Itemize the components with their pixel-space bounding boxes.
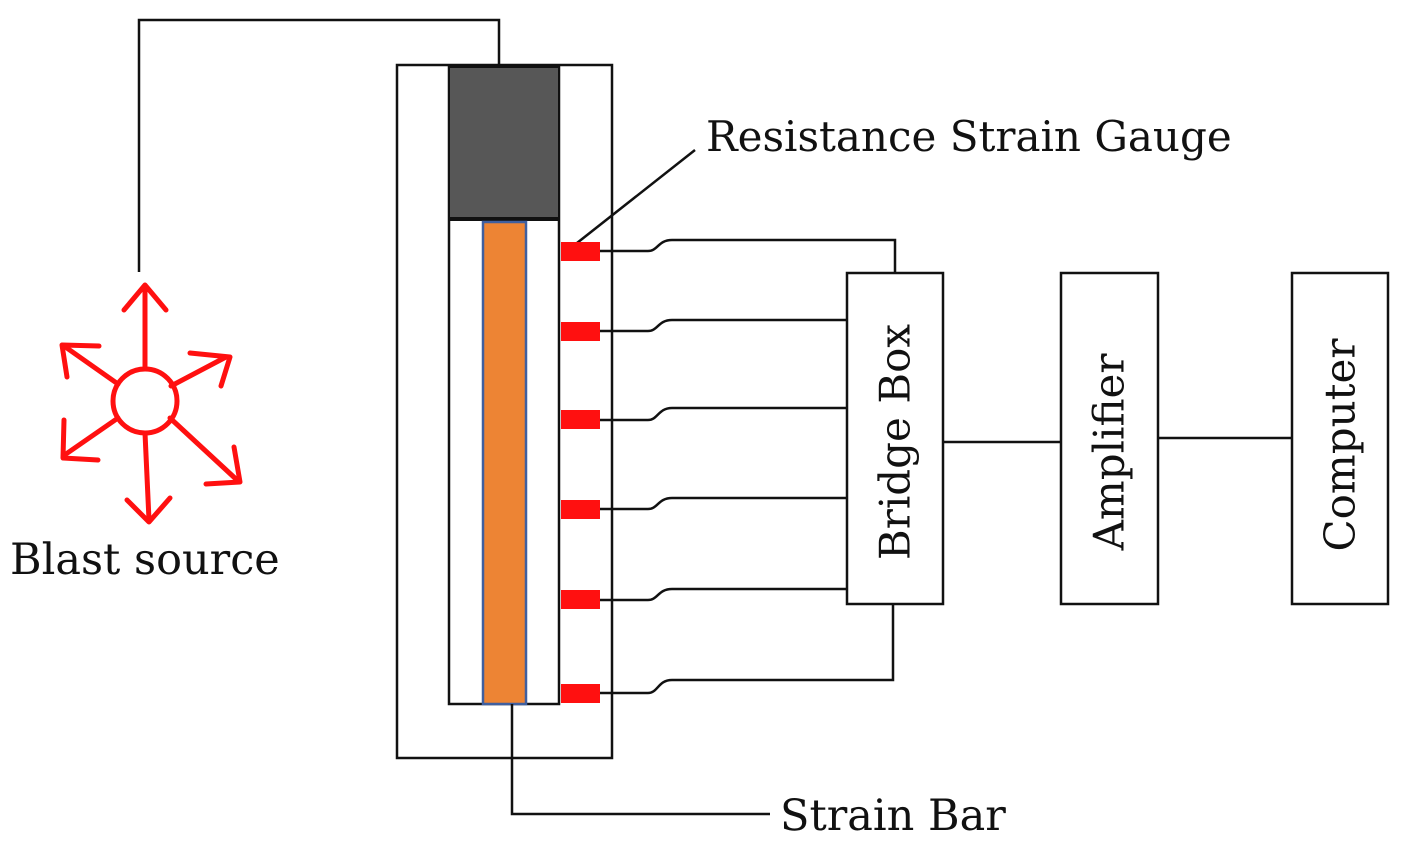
gauge-wire-2: [600, 318, 847, 333]
gauge-wire-4: [600, 496, 847, 511]
strain-gauge-5: [561, 590, 600, 609]
blast-source-label: Blast source: [10, 535, 280, 585]
strain-gauge-2: [561, 322, 600, 341]
bridge-box-label: Bridge Box: [871, 324, 920, 561]
strain-gauge-1: [561, 242, 600, 261]
resistance-strain-gauge-label: Resistance Strain Gauge: [706, 112, 1232, 161]
strain-gauge-6: [561, 684, 600, 703]
strain-gauge-3: [561, 410, 600, 429]
computer-label: Computer: [1316, 338, 1365, 552]
computer-box: [1290, 271, 1390, 606]
detonation-wire: [137, 18, 501, 272]
strain-bar-label: Strain Bar: [780, 791, 1006, 841]
strain-bar: [481, 220, 528, 706]
charge-block: [448, 66, 560, 220]
strain-bar-leader: [510, 704, 770, 816]
gauge-wire-5: [600, 587, 847, 602]
amplifier-label: Amplifier: [1085, 353, 1134, 552]
explosion-star-icon: [59, 282, 243, 525]
gauge-wire-1: [600, 238, 897, 273]
gauge-wire-6: [600, 605, 895, 695]
strain-gauge-4: [561, 500, 600, 519]
bridge-box: [845, 271, 945, 606]
gauge-leader: [576, 149, 696, 244]
gauge-wire-3: [600, 406, 847, 422]
